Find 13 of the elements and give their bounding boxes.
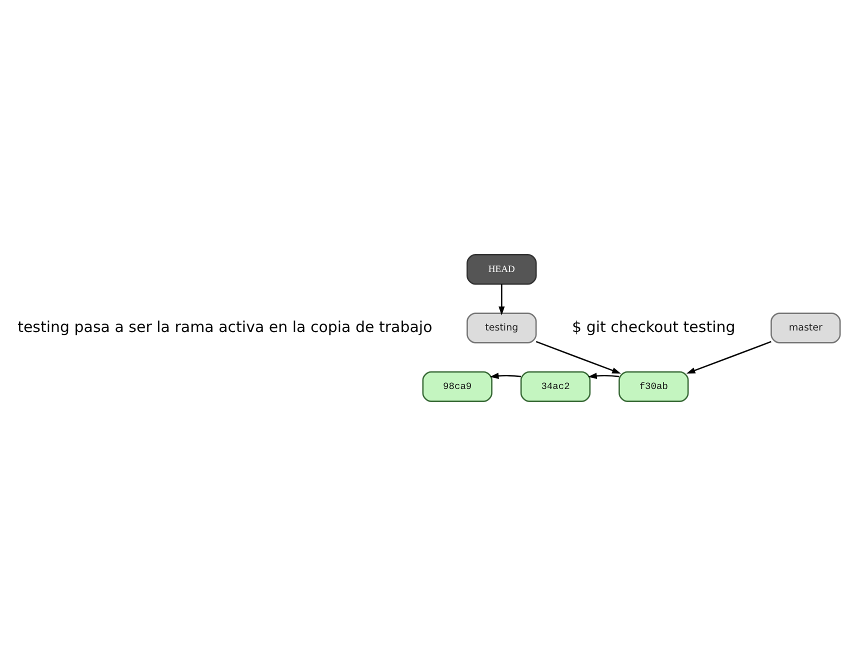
node-box: f30ab (618, 371, 689, 402)
label: testing pasa a ser la rama activa en la copia de trabajo (18, 318, 432, 336)
node-box: testing (466, 312, 537, 344)
arrow (686, 341, 772, 374)
arrow (498, 284, 505, 316)
arrow (490, 372, 522, 379)
node-box: 98ca9 (422, 371, 492, 402)
node-box: master (770, 312, 841, 344)
label: $ git checkout testing (572, 318, 736, 336)
node-box: HEAD (466, 254, 537, 285)
arrow (588, 372, 620, 379)
arrow (536, 341, 621, 374)
node-box: 34ac2 (520, 371, 591, 402)
